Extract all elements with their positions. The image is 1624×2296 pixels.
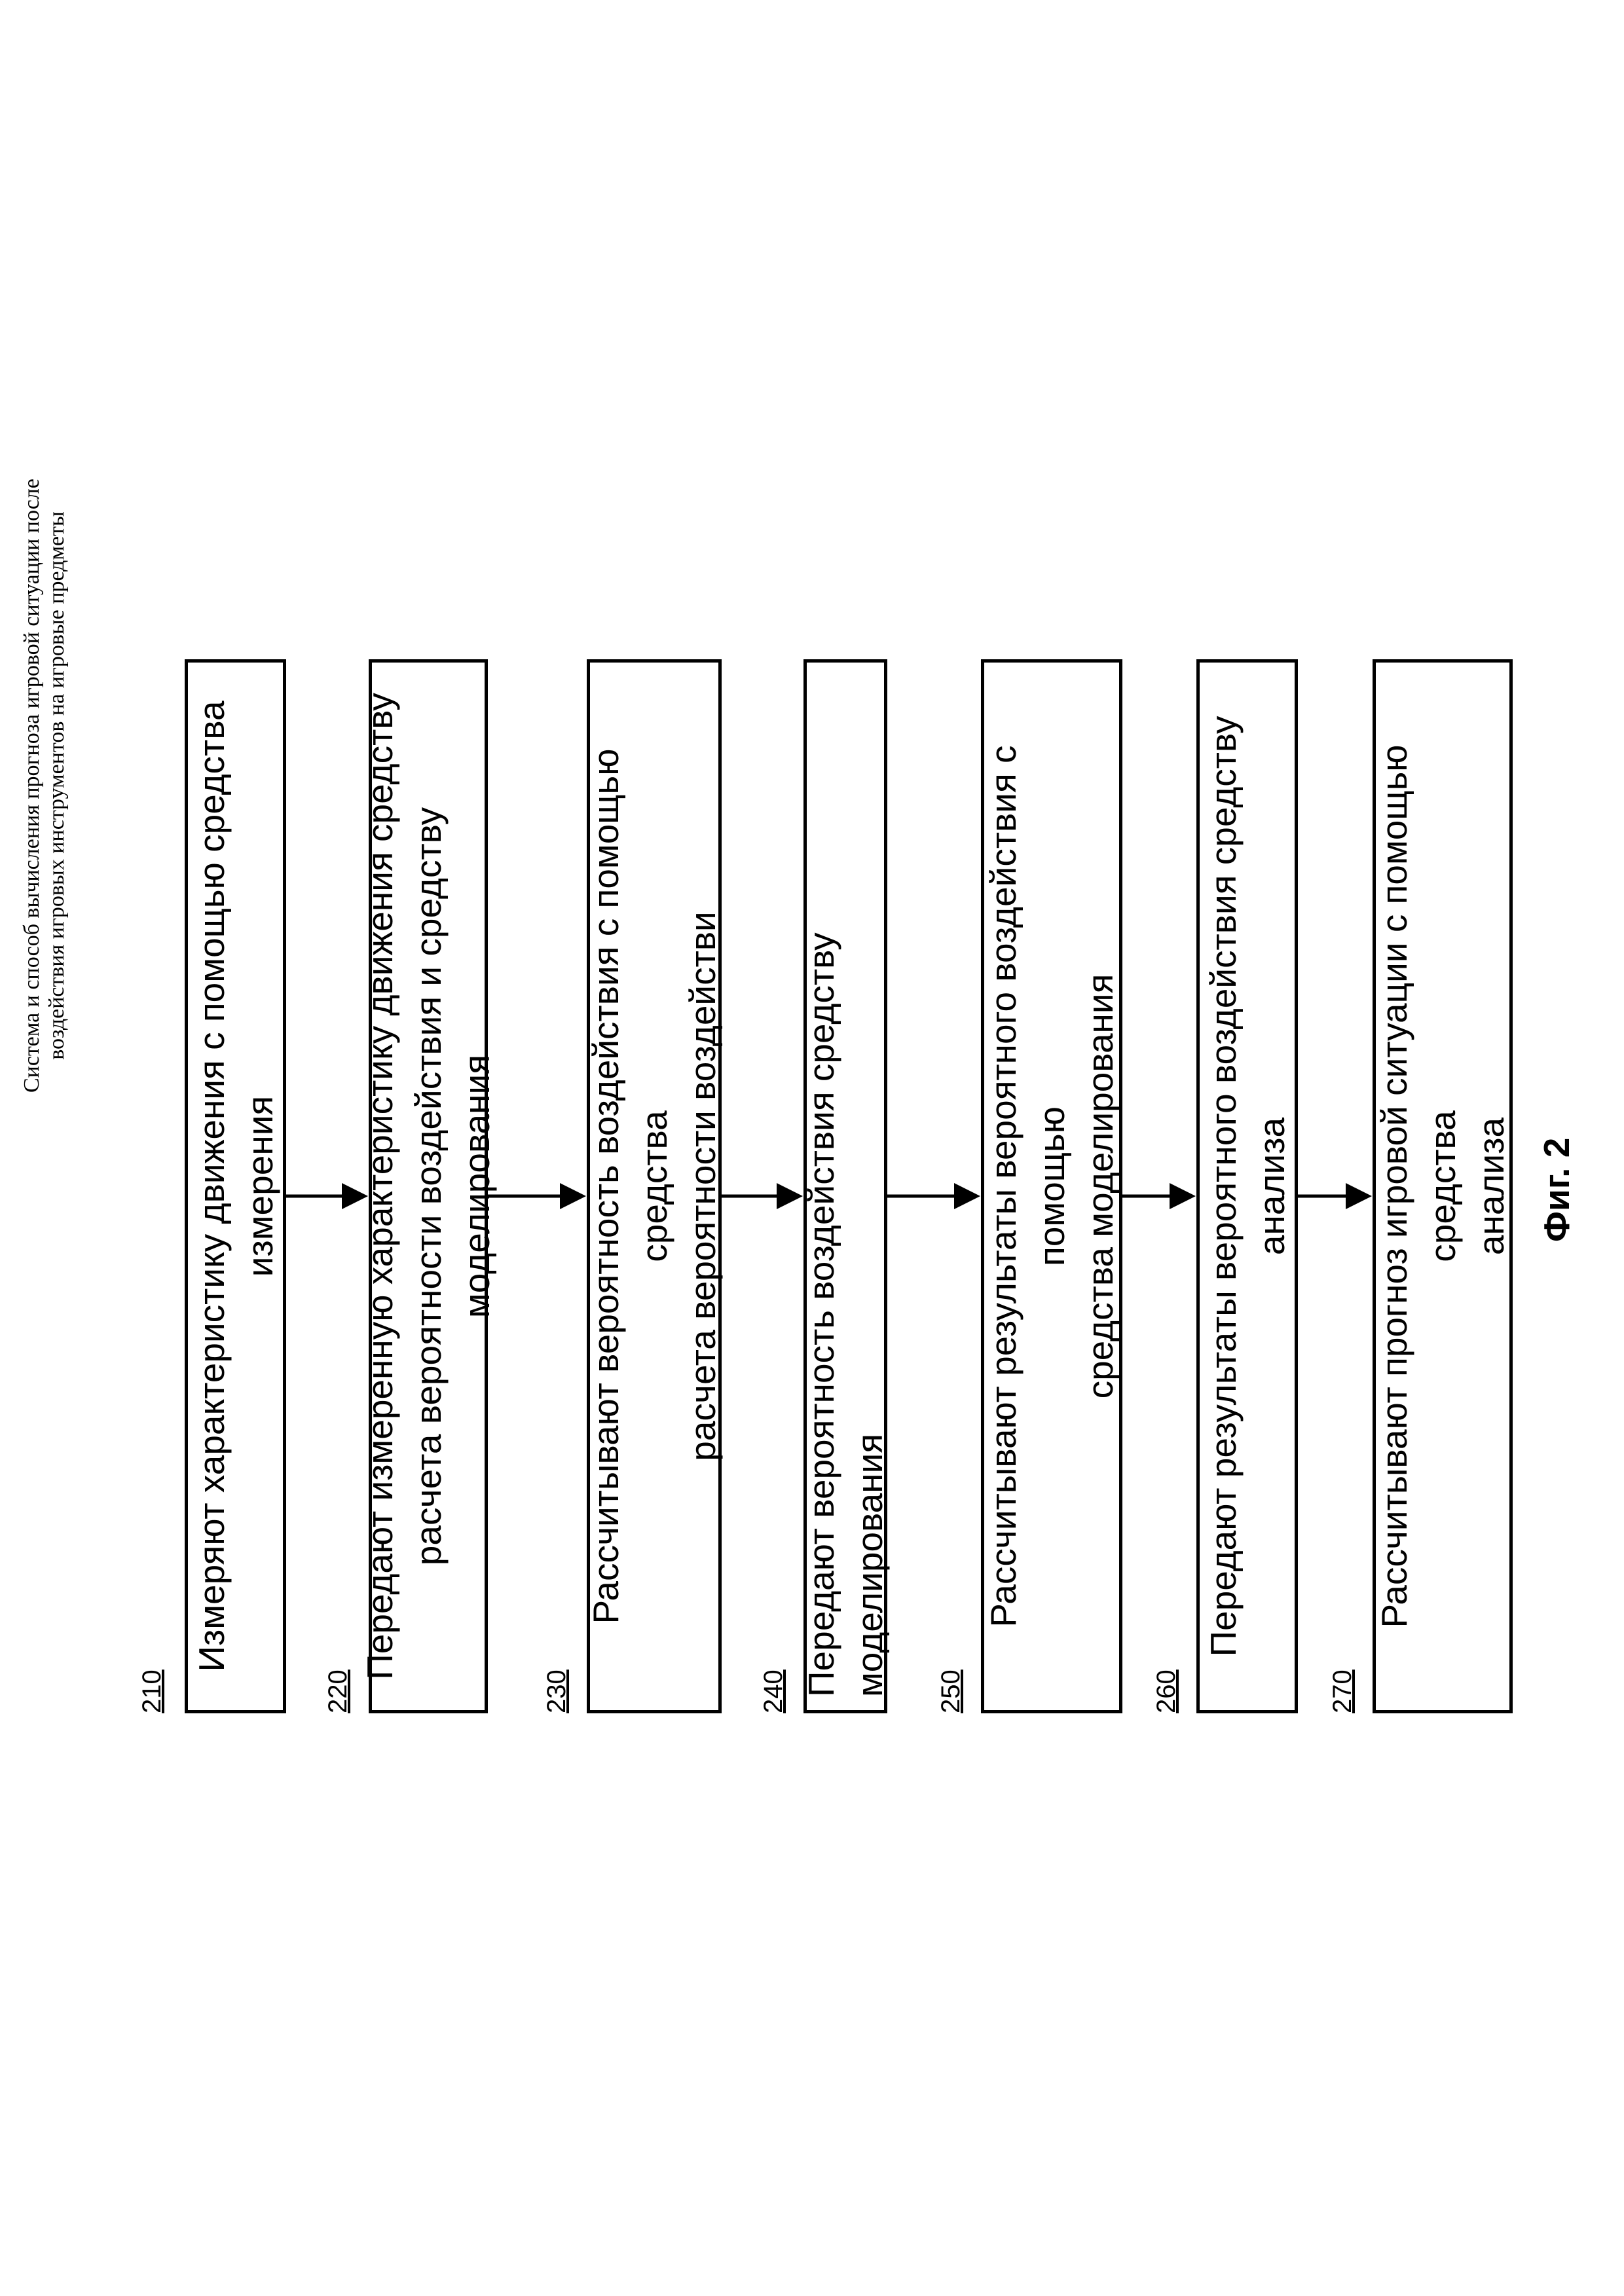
step-number: 240 <box>759 1669 788 1713</box>
step-text: Рассчитывают результаты вероятного возде… <box>979 676 1076 1697</box>
step-number: 250 <box>936 1669 966 1713</box>
step-box-260: Передают результаты вероятного воздейств… <box>1196 659 1298 1713</box>
step-number: 260 <box>1152 1669 1181 1713</box>
step-text: средства моделирования <box>1076 974 1124 1399</box>
step-text: Рассчитывают вероятность воздействия с п… <box>581 676 678 1697</box>
step-text: расчета вероятности воздействи <box>678 911 727 1461</box>
step-text: Передают результаты вероятного воздейств… <box>1199 716 1247 1657</box>
step-number: 220 <box>323 1669 353 1713</box>
step-box-250: Рассчитывают результаты вероятного возде… <box>981 659 1122 1713</box>
figure-label: Фиг. 2 <box>1536 1138 1578 1242</box>
step-text: расчета вероятности воздействия и средст… <box>404 676 501 1697</box>
step-box-270: Рассчитывают прогноз игровой ситуации с … <box>1373 659 1513 1713</box>
header-line-1: Система и способ вычисления прогноза игр… <box>20 0 45 1571</box>
step-number: 270 <box>1328 1669 1357 1713</box>
step-text: Передают вероятность воздействия средств… <box>797 676 894 1697</box>
step-box-210: Измеряют характеристику движения с помощ… <box>185 659 286 1713</box>
step-number: 230 <box>542 1669 572 1713</box>
step-text: Измеряют характеристику движения с помощ… <box>187 701 236 1671</box>
step-box-220: Передают измеренную характеристику движе… <box>369 659 488 1713</box>
document-header: Система и способ вычисления прогноза игр… <box>20 0 69 1571</box>
step-text: анализа <box>1247 1118 1296 1255</box>
step-text: Рассчитывают прогноз игровой ситуации с … <box>1370 676 1467 1697</box>
step-text: анализа <box>1467 1118 1515 1255</box>
step-text: Передают измеренную характеристику движе… <box>356 693 404 1680</box>
step-box-230: Рассчитывают вероятность воздействия с п… <box>587 659 722 1713</box>
step-text: измерения <box>236 1096 284 1277</box>
step-number: 210 <box>138 1669 167 1713</box>
step-box-240: Передают вероятность воздействия средств… <box>803 659 887 1713</box>
header-line-2: воздействия игровых инструментов на игро… <box>45 0 69 1571</box>
